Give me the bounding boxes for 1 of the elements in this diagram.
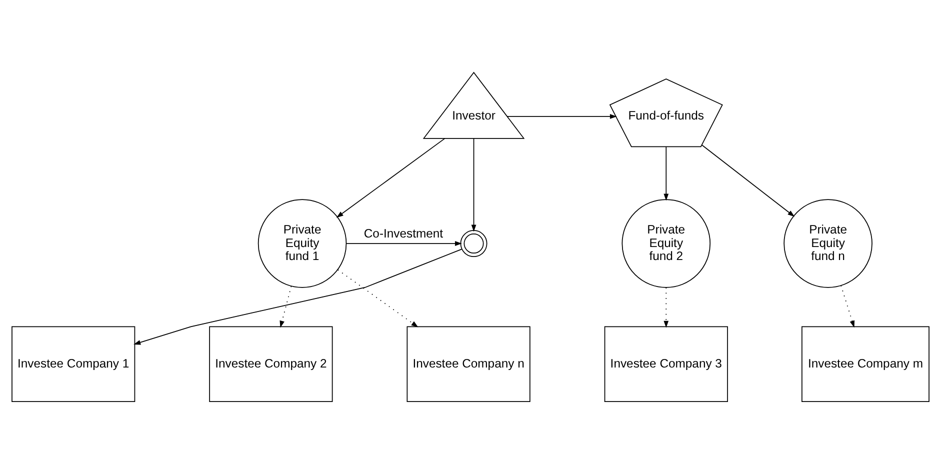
edge-label: Co-Investment <box>364 226 444 240</box>
